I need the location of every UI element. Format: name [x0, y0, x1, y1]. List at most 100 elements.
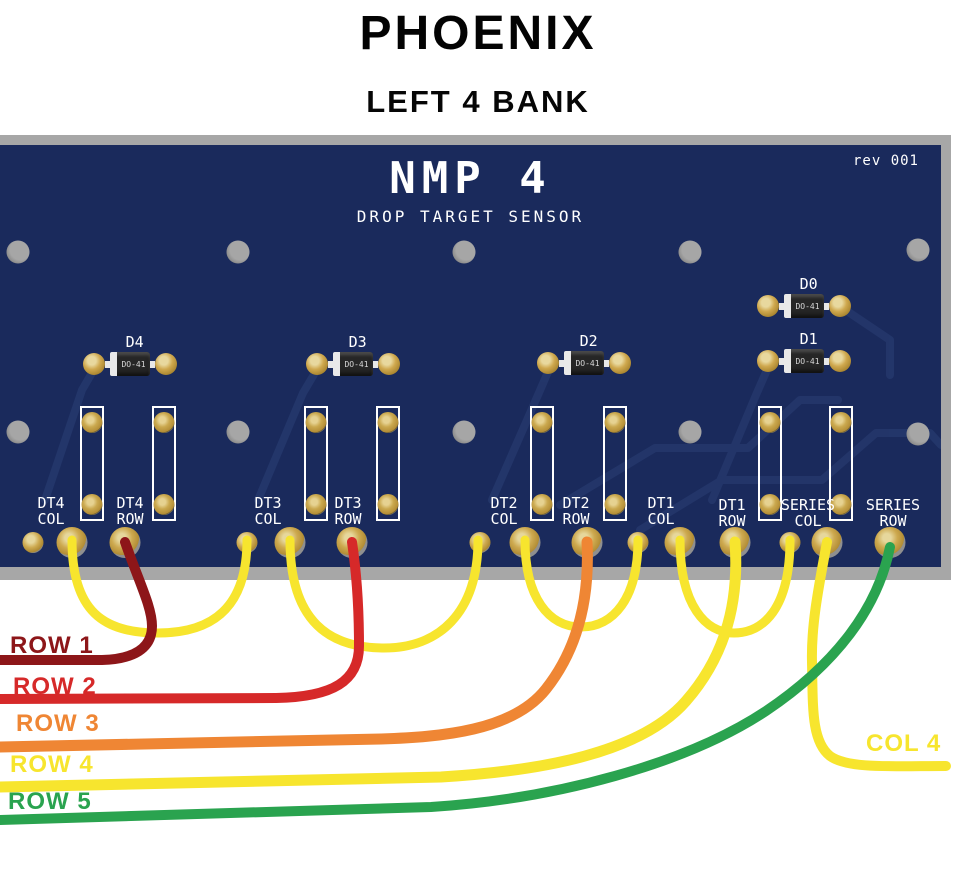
diode-lead	[604, 359, 609, 367]
diode-pad	[609, 352, 631, 374]
switch-slot	[80, 406, 104, 521]
slot-pad	[759, 412, 781, 433]
mounting-hole	[906, 422, 930, 446]
diode-pad	[537, 352, 559, 374]
slot-pad	[153, 412, 175, 433]
diode-package-label: DO-41	[795, 356, 820, 366]
pcb-frame: NMP 4 DROP TARGET SENSOR rev 001 D0 DO-4…	[0, 135, 951, 580]
diode-d3: D3 DO-41	[306, 333, 400, 377]
diode-lead	[328, 360, 333, 368]
slot-pad	[830, 494, 852, 515]
diode-pad	[378, 353, 400, 375]
pad-series-row	[874, 527, 906, 558]
switch-slot	[152, 406, 176, 521]
diode-cathode-band	[784, 349, 791, 373]
pad-dt3-col-in	[236, 532, 258, 553]
diode-pad	[829, 350, 851, 372]
diode-lead	[824, 357, 829, 365]
page-subtitle: LEFT 4 BANK	[366, 84, 590, 119]
switch-slot	[304, 406, 328, 521]
slot-pad	[531, 494, 553, 515]
diode-lead	[824, 302, 829, 310]
diode-body: DO-41	[784, 294, 824, 318]
mounting-hole	[452, 420, 476, 444]
mounting-hole	[6, 420, 30, 444]
diode-body: DO-41	[333, 352, 373, 376]
diode-body: DO-41	[564, 351, 604, 375]
wire-row5	[0, 542, 895, 825]
wire-label-row5: ROW 5	[8, 788, 92, 815]
slot-pad	[830, 412, 852, 433]
mounting-hole	[6, 240, 30, 264]
diode-package-label: DO-41	[575, 358, 600, 368]
mounting-hole	[226, 240, 250, 264]
diode-lead	[779, 302, 784, 310]
mounting-hole	[452, 240, 476, 264]
board-revision: rev 001	[852, 153, 919, 169]
pad-dt3-row	[336, 527, 368, 558]
pad-dt2-col-in	[469, 532, 491, 553]
pad-series-col	[811, 527, 843, 558]
pad-dt4-col	[56, 527, 88, 558]
diode-label: D4	[125, 333, 144, 351]
diode-d2: D2 DO-41	[537, 332, 631, 376]
pad-dt3-col	[274, 527, 306, 558]
diode-pad	[155, 353, 177, 375]
slot-pad	[81, 412, 103, 433]
diode-label: D2	[579, 332, 598, 350]
diode-label: D3	[348, 333, 367, 351]
mounting-hole	[678, 420, 702, 444]
pcb-board: NMP 4 DROP TARGET SENSOR rev 001 D0 DO-4…	[0, 145, 941, 567]
slot-pad	[604, 494, 626, 515]
diode-lead	[559, 359, 564, 367]
wire-label-row2: ROW 2	[13, 673, 97, 700]
mounting-hole	[226, 420, 250, 444]
diode-d1: D1 DO-41	[757, 330, 851, 374]
diode-package-label: DO-41	[121, 359, 146, 369]
slot-pad	[604, 412, 626, 433]
slot-pad	[531, 412, 553, 433]
pad-dt2-col	[509, 527, 541, 558]
pad-dt4-col-in	[22, 532, 44, 553]
diode-body: DO-41	[110, 352, 150, 376]
slot-pad	[377, 494, 399, 515]
diode-lead	[373, 360, 378, 368]
diode-lead	[779, 357, 784, 365]
switch-slot	[829, 406, 853, 521]
pad-series-col-in	[779, 532, 801, 553]
pad-dt1-col-in	[627, 532, 649, 553]
diode-pad	[757, 295, 779, 317]
slot-pad	[305, 494, 327, 515]
diode-body: DO-41	[784, 349, 824, 373]
diode-pad	[829, 295, 851, 317]
pad-dt4-row	[109, 527, 141, 558]
mounting-hole	[906, 238, 930, 262]
diode-cathode-band	[110, 352, 117, 376]
board-title: NMP 4	[389, 153, 552, 204]
slot-pad	[377, 412, 399, 433]
switch-slot	[376, 406, 400, 521]
diode-pad	[83, 353, 105, 375]
mounting-hole	[678, 240, 702, 264]
switch-slot	[758, 406, 782, 521]
diode-cathode-band	[784, 294, 791, 318]
diode-label: D0	[799, 275, 818, 293]
slot-pad	[759, 494, 781, 515]
diode-d4: D4 DO-41	[83, 333, 177, 377]
pad-dt1-row	[719, 527, 751, 558]
pad-dt1-col	[664, 527, 696, 558]
wire-label-col4: COL 4	[866, 730, 942, 757]
diode-label: D1	[799, 330, 818, 348]
diode-pad	[306, 353, 328, 375]
pad-dt2-row	[571, 527, 603, 558]
